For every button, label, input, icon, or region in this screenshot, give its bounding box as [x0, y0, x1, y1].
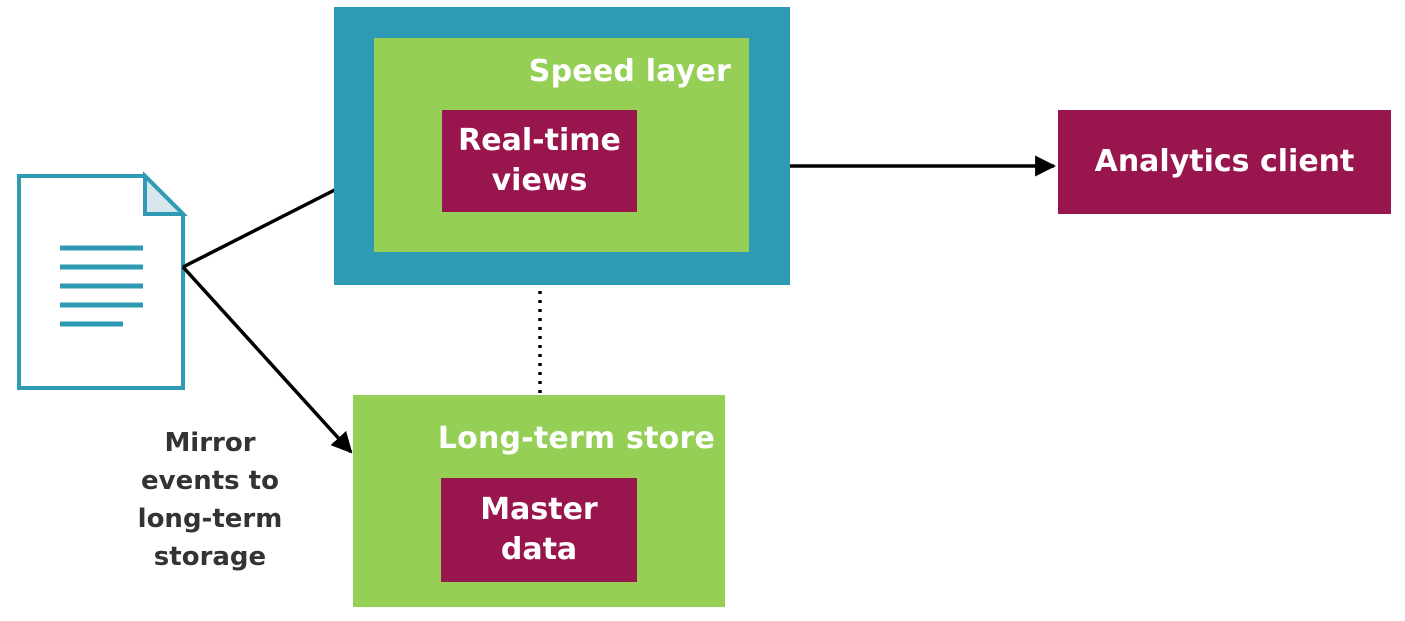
master-data-label-line2: data — [500, 532, 578, 567]
speed-layer-title: Speed layer — [528, 54, 731, 89]
long-term-store: Long-term store Master data — [353, 395, 725, 607]
caption-line1: Mirror — [164, 428, 256, 458]
speed-layer: Speed layer Real-time views — [374, 38, 749, 252]
analytics-client-box: Analytics client — [1058, 110, 1391, 214]
real-time-views-label-line1: Real-time — [458, 123, 621, 158]
real-time-views-label-line2: views — [491, 163, 588, 198]
document-icon — [17, 171, 188, 390]
long-term-store-title: Long-term store — [437, 421, 715, 456]
caption-line3: long-term — [137, 504, 283, 534]
real-time-views-box: Real-time views — [442, 110, 637, 212]
master-data-box: Master data — [441, 478, 637, 582]
mirror-events-caption: Mirror events to long-term storage — [128, 424, 292, 576]
master-data-label-line1: Master — [480, 492, 598, 527]
caption-line2: events to — [141, 466, 279, 496]
caption-line4: storage — [153, 542, 267, 572]
analytics-client-label: Analytics client — [1094, 144, 1355, 179]
